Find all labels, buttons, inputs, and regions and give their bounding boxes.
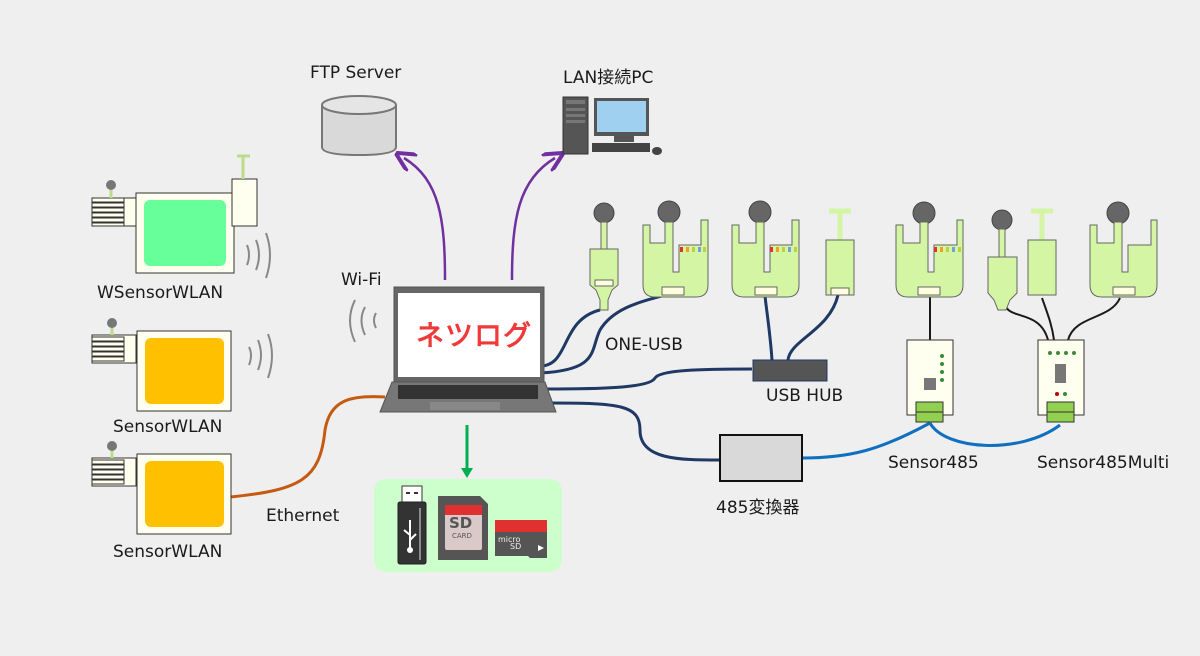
usb-cables [539,293,840,462]
wsensor-wlan-label: WSensorWLAN [97,283,224,303]
multi-probe-1 [987,209,1018,311]
usb-sensor-board-2 [731,200,800,298]
microsd-label-2: SD [510,542,522,551]
lanpc-arrow [510,158,555,281]
ftp-arrow [404,158,447,281]
sensor-wlan-label-2: SensorWLAN [113,542,223,562]
storage-arrow-head [461,468,473,478]
usb-hub-icon [752,359,828,382]
netsulog-logo: ネツログ [416,319,533,352]
wsensor-wifi-waves-icon [246,232,271,279]
wsensor-wlan-device [91,154,258,274]
sensor-wlan-label-1: SensorWLAN [113,417,223,437]
multi-probe-2 [1027,208,1057,296]
sensor-wlan-device-1 [91,318,232,412]
lan-pc-label: LAN接続PC [563,68,654,88]
converter-485-label: 485変換器 [716,498,800,518]
ethernet-cable [229,395,386,499]
sensor485multi-box [1037,339,1085,423]
sd-card-label: SD [449,514,473,532]
rs485-cables [801,421,1061,460]
sensorwlan-wifi-waves-icon [248,333,273,379]
one-usb-label: ONE-USB [605,335,683,355]
sd-card-icon [438,496,488,560]
wifi-label: Wi-Fi [341,270,382,290]
ftp-server-icon [321,95,397,157]
converter-485-icon [719,434,803,482]
multi-board [1089,201,1158,298]
usb-sensor-probe-t [825,208,855,296]
laptop-wifi-waves-icon [349,299,377,343]
ftp-server-label: FTP Server [310,63,402,83]
usb-stick-icon [397,485,427,565]
sensor485-label: Sensor485 [888,453,979,473]
usb-sensor-board-1 [642,200,709,298]
sensor485-board [895,201,964,298]
microsd-label-1: micro [498,535,521,544]
ethernet-label: Ethernet [266,506,340,526]
sensor-wlan-device-2 [91,441,232,535]
desktop-pc-icon [562,96,662,155]
one-usb-sensor [589,202,619,311]
sd-card-sublabel: CARD [452,532,472,540]
usb-hub-label: USB HUB [766,386,844,406]
microsd-card-icon [495,520,547,558]
sensor485-box [906,339,954,423]
sensor485multi-label: Sensor485Multi [1037,453,1170,473]
laptop-icon [379,286,557,413]
